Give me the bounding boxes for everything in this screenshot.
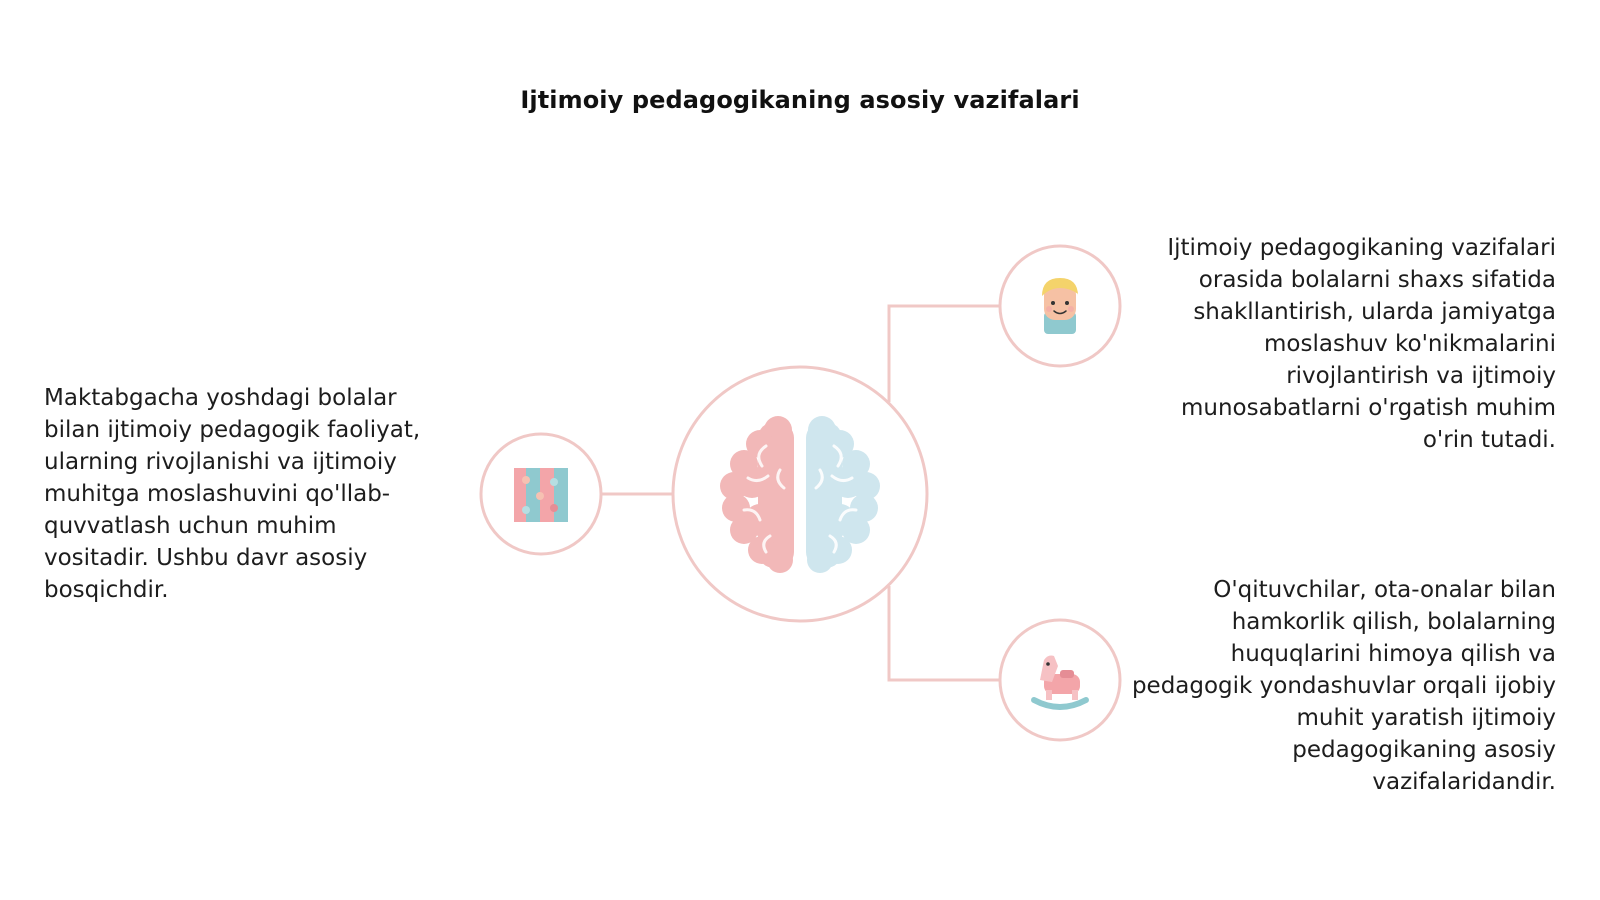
text-block-top-right: Ijtimoiy pedagogikaning vazifalari orasi… bbox=[1167, 235, 1556, 453]
text-block-left: Maktabgacha yoshdagi bolalar bilan ijtim… bbox=[44, 385, 421, 603]
left-node bbox=[479, 432, 603, 556]
connector-top-right bbox=[887, 304, 999, 402]
center-node bbox=[671, 365, 929, 623]
connector-bottom-right bbox=[887, 586, 999, 682]
text-block-bottom-right: O'qituvchilar, ota-onalar bilan hamkorli… bbox=[1131, 577, 1556, 795]
puzzle-icon bbox=[514, 468, 568, 522]
top-right-node bbox=[998, 244, 1122, 368]
rocking-horse-icon bbox=[1031, 655, 1089, 710]
brain-icon bbox=[720, 416, 880, 573]
bottom-right-node bbox=[998, 618, 1122, 742]
child-face-icon bbox=[1042, 278, 1078, 334]
connectors bbox=[601, 304, 999, 682]
slide-title: Ijtimoiy pedagogikaning asosiy vazifalar… bbox=[520, 86, 1080, 114]
